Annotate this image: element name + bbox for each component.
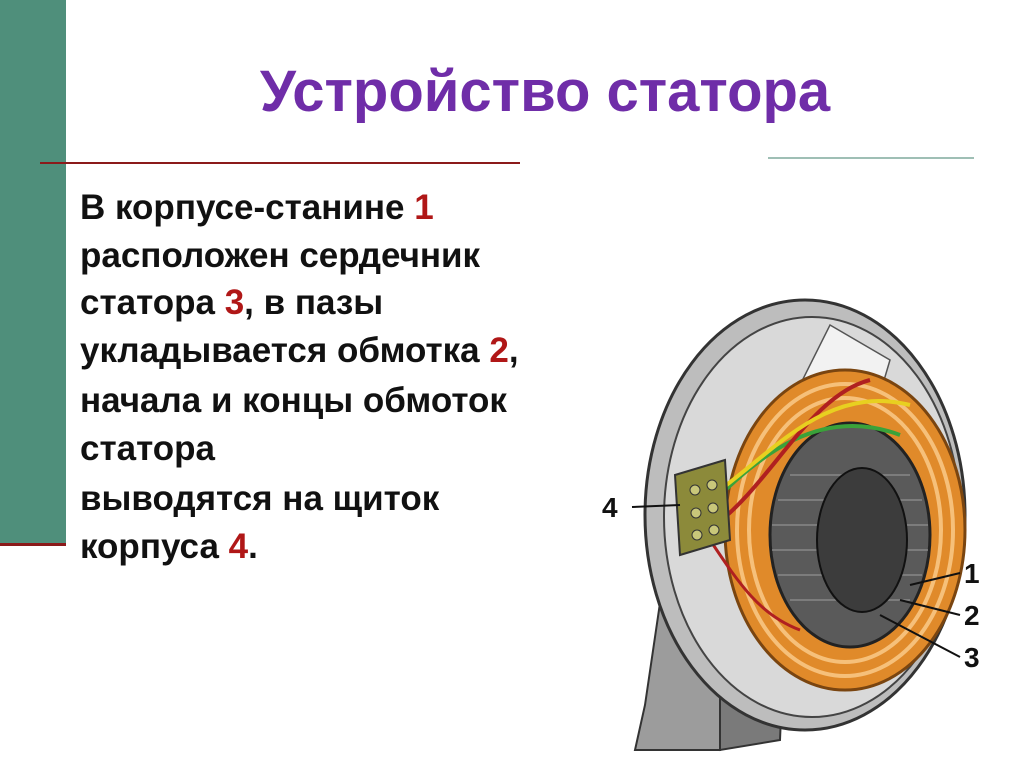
leader-3 bbox=[879, 614, 961, 658]
text-run: выводятся на щиток корпуса bbox=[80, 479, 440, 566]
leader-4 bbox=[631, 504, 681, 508]
number-highlight-3: 3 bbox=[224, 283, 245, 322]
text-run: расположен сердечник статора bbox=[80, 235, 481, 323]
number-highlight-2: 2 bbox=[489, 330, 509, 370]
lead-wire-red bbox=[713, 378, 871, 527]
body-paragraph-2: начала и концы обмоток статора bbox=[80, 381, 507, 468]
title-rule-left bbox=[40, 162, 520, 164]
lead-wire-yellow bbox=[718, 399, 911, 492]
text-run: , bbox=[508, 330, 519, 370]
terminal-box bbox=[673, 458, 732, 557]
text-run: В корпусе-станине bbox=[80, 188, 415, 227]
side-accent-underline bbox=[0, 543, 66, 546]
callout-label-1: 1 bbox=[964, 558, 980, 589]
slide-title: Устройство статора bbox=[259, 59, 831, 124]
lead-wire-red-lower bbox=[708, 539, 801, 632]
text-run: . bbox=[248, 526, 258, 566]
callout-label-3: 3 bbox=[964, 642, 980, 673]
number-highlight-1: 1 bbox=[414, 188, 434, 227]
winding-loops bbox=[735, 382, 955, 678]
side-accent-bar bbox=[0, 0, 66, 543]
body-paragraph-3: выводятся на щиток корпуса 4. bbox=[80, 475, 530, 570]
text-run: , в пазы укладывается обмотка bbox=[80, 283, 490, 370]
number-highlight-4: 4 bbox=[228, 526, 249, 566]
stator-bore bbox=[816, 467, 908, 613]
leader-1 bbox=[909, 572, 961, 586]
title-rule-right bbox=[768, 157, 974, 159]
leader-2 bbox=[899, 599, 961, 616]
body-paragraph-1: В корпусе-станине 1 расположен сердечник… bbox=[80, 184, 530, 374]
callout-label-4: 4 bbox=[602, 492, 618, 523]
slide-body: В корпусе-станине 1 расположен сердечник… bbox=[80, 184, 530, 570]
callout-label-2: 2 bbox=[964, 600, 980, 631]
stator-illustration: 4 1 2 3 bbox=[602, 298, 980, 752]
terminal-studs bbox=[689, 479, 720, 541]
